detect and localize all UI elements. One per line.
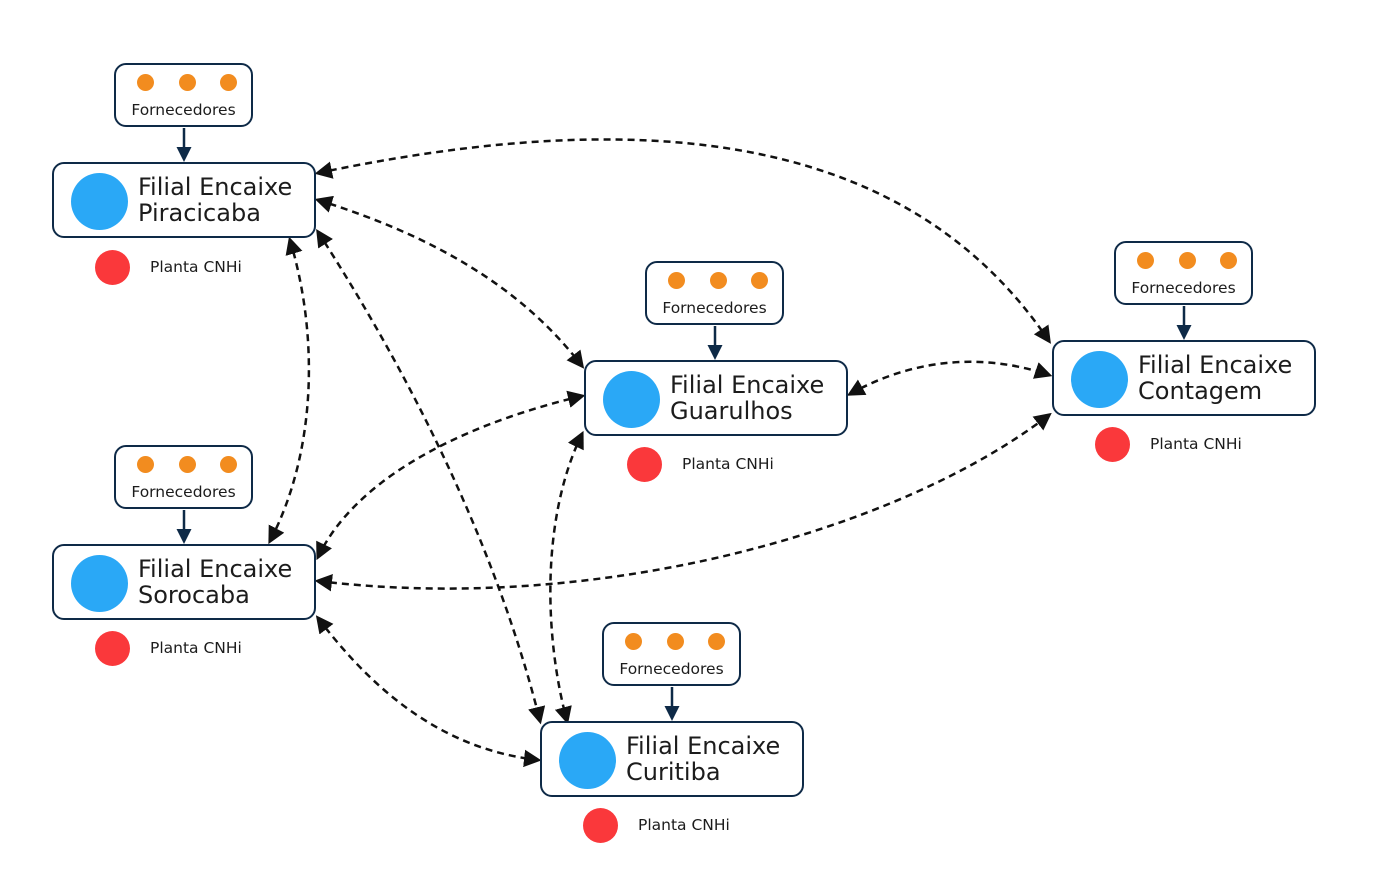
supplier-dot [1137,252,1154,269]
edge-guarulhos-contagem [846,360,1053,396]
branch-title-line2: Curitiba [626,758,721,786]
supplier-label: Fornecedores [619,660,724,678]
supplier-dot [137,456,154,473]
branch-title: Filial Encaixe Contagem [1138,352,1292,404]
supplier-label: Fornecedores [1131,279,1236,297]
branch-title-line1: Filial Encaixe [138,555,293,583]
branch-title: Filial Encaixe Piracicaba [138,174,292,226]
plant-dot [627,447,662,482]
edge-piracicaba-guarulhos [314,195,585,369]
branch-title: Filial Encaixe Guarulhos [670,372,824,424]
branch-title: Filial Encaixe Curitiba [626,733,780,785]
branch-circle [71,173,128,230]
supplier-dot [178,74,196,91]
supplier-dot [220,456,237,473]
branch-title-line2: Guarulhos [670,397,793,425]
branch-circle [603,371,660,428]
branch-piracicaba: Filial Encaixe Piracicaba [52,162,316,238]
plant-dot [95,250,130,285]
plant-label: Planta CNHi [150,258,242,276]
supplier-dot [708,633,725,650]
plant-dot [95,631,130,666]
branch-guarulhos: Filial Encaixe Guarulhos [584,360,848,436]
branch-contagem: Filial Encaixe Contagem [1052,340,1316,416]
plant-dot [1095,427,1130,462]
supplier-box-contagem: Fornecedores [1114,241,1253,305]
edge-guarulhos-sorocaba [316,390,586,561]
supplier-dot [1178,252,1196,269]
plant-label: Planta CNHi [150,639,242,657]
supplier-label: Fornecedores [662,299,767,317]
branch-curitiba: Filial Encaixe Curitiba [540,721,804,797]
supplier-dot [751,272,768,289]
plant-label: Planta CNHi [682,455,774,473]
plant-label: Planta CNHi [638,816,730,834]
supplier-label: Fornecedores [131,101,236,119]
branch-title-line2: Contagem [1138,377,1263,405]
supplier-dot [137,74,154,91]
edge-guarulhos-curitiba [549,430,584,725]
edge-piracicaba-sorocaba [268,236,311,545]
supplier-label: Fornecedores [131,483,236,501]
supplier-box-guarulhos: Fornecedores [645,261,784,325]
edge-sorocaba-contagem [314,412,1052,592]
branch-title-line1: Filial Encaixe [138,173,293,201]
supplier-dot [625,633,642,650]
branch-title-line2: Piracicaba [138,199,261,227]
supplier-dot [668,272,685,289]
supplier-dot [178,456,196,473]
supplier-dot [220,74,237,91]
supplier-dot [1220,252,1237,269]
branch-title-line1: Filial Encaixe [670,371,825,399]
supplier-box-curitiba: Fornecedores [602,622,741,686]
supplier-dot [709,272,727,289]
branch-title: Filial Encaixe Sorocaba [138,556,292,608]
branch-circle [1071,351,1128,408]
branch-circle [71,555,128,612]
branch-sorocaba: Filial Encaixe Sorocaba [52,544,316,620]
plant-dot [583,808,618,843]
edge-piracicaba-contagem [314,138,1051,344]
branch-title-line1: Filial Encaixe [626,732,781,760]
supplier-box-piracicaba: Fornecedores [114,63,253,127]
plant-label: Planta CNHi [1150,435,1242,453]
edge-sorocaba-curitiba [315,615,542,768]
supplier-dot [666,633,684,650]
branch-title-line2: Sorocaba [138,581,250,609]
supplier-box-sorocaba: Fornecedores [114,445,253,509]
branch-circle [559,732,616,789]
edge-piracicaba-curitiba [316,229,546,725]
branch-title-line1: Filial Encaixe [1138,351,1293,379]
